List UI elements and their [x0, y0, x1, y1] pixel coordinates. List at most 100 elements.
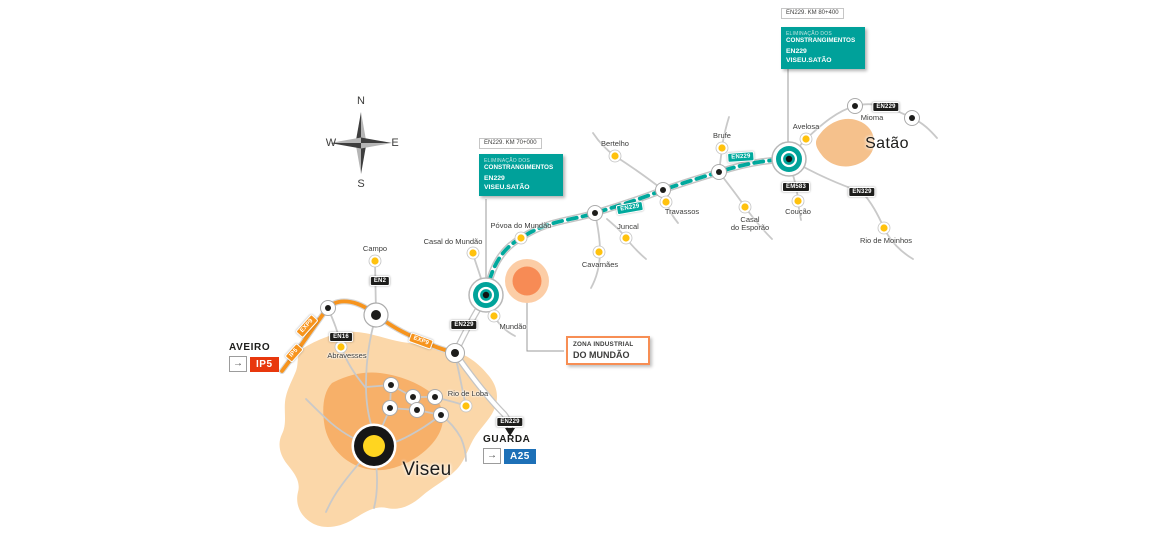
- callout-km70-label: EN229. KM 70+000: [479, 138, 542, 150]
- route-badge-a25: A25: [504, 448, 536, 464]
- callout-route: VISEU.SATÃO: [484, 183, 530, 191]
- town-label-mundao: Mundão: [499, 321, 527, 331]
- town-dot-coucao: [791, 194, 805, 208]
- town-label-avelosa: Avelosa: [792, 121, 820, 131]
- compass-n: N: [357, 95, 365, 107]
- junction-marker: [320, 300, 336, 316]
- satao-urban-area: [815, 118, 875, 167]
- industrial-zone-line2: DO MUNDÃO: [573, 349, 630, 360]
- road-badge-em583: EM583: [781, 182, 811, 192]
- compass-w: W: [325, 137, 337, 149]
- town-label-juncal: Juncal: [617, 221, 639, 231]
- compass-needle: [361, 137, 392, 143]
- compass-needle: [330, 143, 361, 149]
- town-dot-campo: [368, 254, 382, 268]
- town-dot-brufe: [715, 141, 729, 155]
- direction-guarda: GUARDA → A25: [483, 434, 536, 464]
- town-label-abravesses: Abravesses: [327, 350, 367, 360]
- direction-arrow-icon: →: [483, 448, 501, 464]
- junction-marker: [587, 205, 603, 221]
- town-label-coucao: Coução: [785, 206, 811, 216]
- compass-needle: [330, 137, 361, 143]
- callout-km80-box: ELIMINAÇÃO DOS CONSTRANGIMENTOS EN229 VI…: [781, 27, 865, 70]
- town-dot-juncal: [619, 231, 633, 245]
- town-label-line2: do Esporão: [730, 223, 770, 232]
- compass-needle: [355, 112, 361, 143]
- industrial-zone-line1: ZONA INDUSTRIAL: [573, 341, 634, 348]
- junction-marker: [655, 182, 671, 198]
- road-segment: [365, 314, 377, 432]
- town-label-travassos: Travassos: [664, 206, 700, 216]
- compass-needle: [355, 143, 361, 174]
- town-label-povoa-do-mundao: Póvoa do Mundão: [490, 220, 552, 230]
- direction-arrow-icon: →: [229, 356, 247, 372]
- road-badge-en2: EN2: [369, 276, 391, 286]
- callout-title: CONSTRANGIMENTOS: [786, 37, 856, 45]
- junction-marker: [383, 377, 399, 393]
- compass-e: E: [391, 137, 399, 149]
- road-badge-en329: EN329: [848, 187, 876, 197]
- callout-title: CONSTRANGIMENTOS: [484, 164, 554, 172]
- direction-aveiro: AVEIRO → IP5: [229, 342, 279, 372]
- direction-city-label: GUARDA: [483, 434, 531, 445]
- compass-s: S: [357, 178, 365, 190]
- road-badge-en229-works-east: EN229: [727, 151, 755, 163]
- junction-marker: [445, 343, 465, 363]
- callout-km80-label: EN229. KM 80+400: [781, 8, 844, 20]
- zone-connector: [526, 302, 564, 352]
- road-segment: [440, 414, 467, 462]
- callout-road: EN229: [484, 175, 505, 183]
- town-label-rio-de-moinhos: Rio de Moinhos: [859, 235, 913, 245]
- town-dot-casal-do-mundao: [466, 246, 480, 260]
- junction-marker: [382, 400, 398, 416]
- junction-marker: [409, 402, 425, 418]
- road-segment: [389, 384, 442, 416]
- road-segment: [788, 158, 914, 260]
- road-badge-en229-mioma: EN229: [872, 102, 900, 112]
- compass-needle: [361, 112, 367, 143]
- junction-marker: [711, 164, 727, 180]
- road-badge-en229-south: EN229: [496, 417, 524, 427]
- callout-route: VISEU.SATÃO: [786, 56, 832, 64]
- town-label-mioma: Mioma: [860, 112, 884, 122]
- town-label-campo: Campo: [362, 243, 388, 253]
- expressway-orange: [280, 299, 457, 373]
- town-dot-avelosa: [799, 132, 813, 146]
- callout-km70-box: ELIMINAÇÃO DOS CONSTRANGIMENTOS EN229 VI…: [479, 154, 563, 197]
- town-label-casal-do-mundao: Casal do Mundão: [423, 236, 483, 246]
- town-label-rio-de-loba: Rio de Loba: [447, 388, 489, 398]
- callout-subtitle: ELIMINAÇÃO DOS: [484, 158, 530, 164]
- town-dot-cavarnaes: [592, 245, 606, 259]
- town-label-brufe: Brufe: [713, 130, 731, 140]
- road-badge-en229-mundao: EN229: [450, 320, 478, 330]
- callout-subtitle: ELIMINAÇÃO DOS: [786, 31, 832, 37]
- town-dot-casal-do-esporao: [738, 200, 752, 214]
- callout-road: EN229: [786, 48, 807, 56]
- compass-needle: [361, 143, 392, 149]
- direction-city-label: AVEIRO: [229, 342, 271, 353]
- junction-marker: [904, 110, 920, 126]
- city-label-satao: Satão: [865, 135, 909, 152]
- roundabout-satao: [770, 140, 808, 178]
- junction-marker-mioma: [847, 98, 863, 114]
- town-dot-povoa-do-mundao: [514, 231, 528, 245]
- connector-lines: [485, 69, 789, 352]
- junction-marker-large: [363, 302, 389, 328]
- guarda-direction-arrowhead: [505, 428, 515, 436]
- town-label-bertelho: Bertelho: [601, 138, 629, 148]
- town-dot-rio-de-moinhos: [877, 221, 891, 235]
- town-label-cavarnaes: Cavarnães: [581, 259, 619, 269]
- town-label-line1: Casal: [740, 214, 760, 224]
- road-segment: [365, 384, 436, 398]
- industrial-zone-marker: [505, 259, 549, 303]
- town-dot-bertelho: [608, 149, 622, 163]
- city-label-viseu: Viseu: [402, 459, 452, 480]
- roundabout-mundao: [467, 276, 505, 314]
- industrial-zone-label-box: ZONA INDUSTRIAL DO MUNDÃO: [566, 336, 650, 366]
- junction-marker: [427, 389, 443, 405]
- town-dot-rio-de-loba: [459, 399, 473, 413]
- junction-marker: [433, 407, 449, 423]
- compass-rose-icon: [330, 112, 392, 174]
